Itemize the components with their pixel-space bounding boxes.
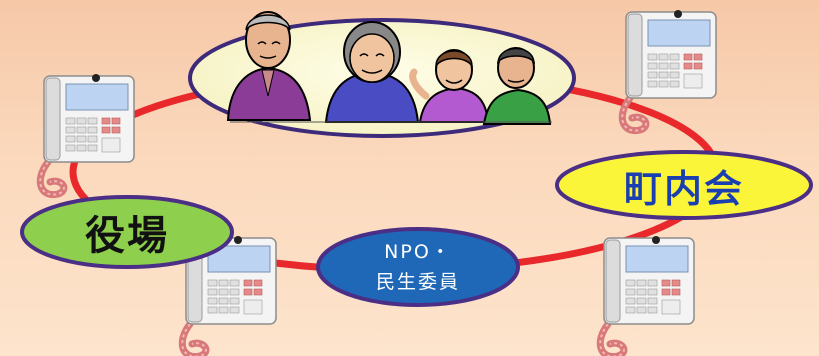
npo-label-line2: 民生委員 xyxy=(375,271,460,293)
npo-label-line1: NPO・ xyxy=(384,241,452,263)
residents-group xyxy=(188,11,576,138)
chonaikai-label: 町内会 xyxy=(623,166,744,211)
chonaikai-node xyxy=(555,150,813,220)
yakuba-label: 役場 xyxy=(85,213,169,259)
yakuba-node xyxy=(20,195,234,269)
telephone-icon xyxy=(40,74,134,195)
npo-node xyxy=(316,227,520,307)
telephone-icon xyxy=(600,236,694,356)
npo-label: NPO・ 民生委員 xyxy=(316,228,520,306)
elderly-residents-illustration xyxy=(226,11,552,125)
telephone-icon xyxy=(622,10,716,131)
